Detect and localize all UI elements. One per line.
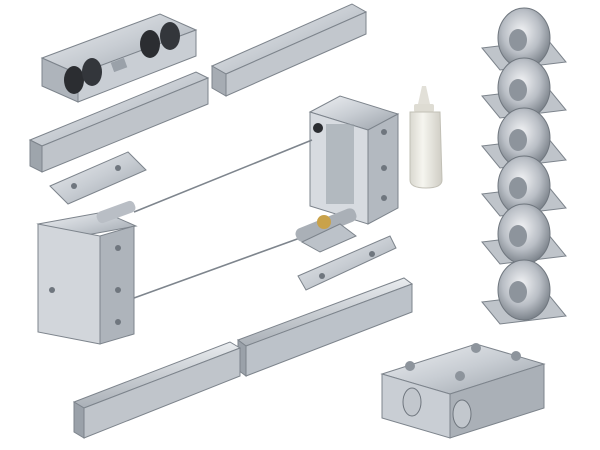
roller-left [64, 58, 102, 94]
v-groove-wheel-1 [481, 7, 567, 71]
v-groove-wheel-3 [481, 107, 567, 169]
angle-profile-upper [28, 71, 210, 173]
roller-right [140, 22, 180, 58]
lubricant-bottle [409, 86, 443, 189]
v-groove-wheels-stack [481, 7, 567, 325]
bracket-small-center [297, 235, 397, 291]
guide-roller-bracket [380, 343, 546, 439]
cable-tension-box-left [36, 211, 138, 345]
tension-spring-mechanism [96, 200, 357, 253]
bracket-small-left [49, 151, 147, 205]
lower-u-channel-left [72, 341, 242, 439]
v-groove-wheel-6 [481, 259, 567, 325]
upper-guide-rail-right [210, 3, 368, 97]
lower-u-channel-right [236, 277, 414, 377]
v-groove-wheel-2 [481, 57, 567, 119]
v-groove-wheel-4 [481, 155, 567, 217]
v-groove-wheel-5 [481, 203, 567, 265]
cable-tension-box-right [308, 95, 400, 225]
top-carriage-with-rollers [40, 13, 198, 103]
